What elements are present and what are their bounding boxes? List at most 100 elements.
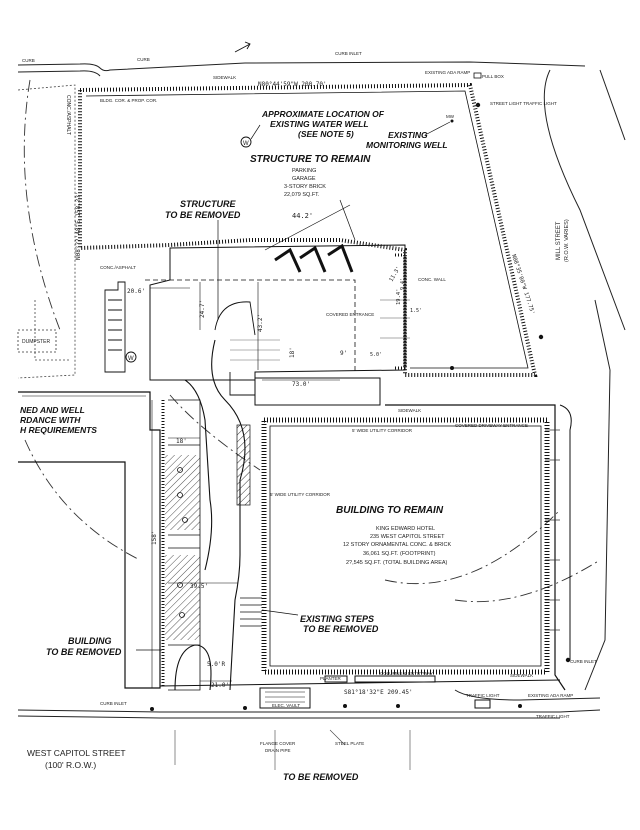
svg-text:FLANGE COVER: FLANGE COVER	[260, 741, 296, 746]
callout-building-removed: BUILDING TO BE REMOVED	[46, 636, 162, 657]
svg-text:SIDEWALK: SIDEWALK	[510, 673, 533, 678]
south-frontage	[159, 675, 561, 709]
south-bearing: S81°18'32"E 209.45'	[344, 689, 413, 696]
svg-text:PLANTER: PLANTER	[320, 676, 342, 681]
street-row: (100' R.O.W.)	[45, 760, 96, 770]
svg-text:SIDEWALK: SIDEWALK	[213, 75, 236, 80]
dimension-line-ext	[339, 199, 356, 241]
svg-text:9.4': 9.4'	[400, 278, 406, 290]
svg-text:CURB INLET: CURB INLET	[335, 51, 362, 56]
svg-text:36,061 SQ.FT. (FOOTPRINT): 36,061 SQ.FT. (FOOTPRINT)	[363, 551, 436, 557]
ne-retaining-wall	[395, 253, 407, 370]
hotel-label: BUILDING TO REMAIN KING EDWARD HOTEL 235…	[336, 505, 452, 566]
svg-text:MONITORING WELL: MONITORING WELL	[366, 140, 448, 150]
pull-box-icon	[473, 72, 482, 79]
svg-text:CONC. WALL: CONC. WALL	[418, 277, 446, 282]
mill-street-label: MILL STREET (R.O.W. VARIES)	[556, 219, 570, 262]
hotel-title: BUILDING TO REMAIN	[336, 505, 444, 516]
callout-water-well: APPROXIMATE LOCATION OF EXISTING WATER W…	[250, 109, 385, 140]
svg-text:CURB: CURB	[22, 58, 35, 63]
dimension-line-44	[264, 204, 351, 251]
svg-text:22,079 SQ.FT.: 22,079 SQ.FT.	[284, 192, 320, 198]
svg-text:ELEC. VAULT: ELEC. VAULT	[272, 703, 300, 708]
svg-text:CONC./ASPHALT: CONC./ASPHALT	[100, 265, 136, 270]
svg-text:CURB INLET: CURB INLET	[570, 659, 597, 664]
svg-text:COVERED ENTRANCE: COVERED ENTRANCE	[326, 312, 374, 317]
svg-text:1.5': 1.5'	[410, 308, 422, 314]
svg-text:12 STORY ORNAMENTAL CONC. & BR: 12 STORY ORNAMENTAL CONC. & BRICK	[343, 542, 452, 548]
traffic-light-icon	[150, 102, 571, 711]
svg-text:CURB INLET: CURB INLET	[100, 701, 127, 706]
svg-text:PARKING: PARKING	[292, 168, 316, 174]
svg-text:TO BE REMOVED: TO BE REMOVED	[46, 647, 122, 657]
dimension-arrows	[150, 282, 340, 688]
conc-asphalt-left-label: CONC./ASPHALT	[65, 95, 71, 135]
garage-label: STRUCTURE TO REMAIN PARKING GARAGE 3-STO…	[250, 154, 371, 198]
garage-title: STRUCTURE TO REMAIN	[250, 154, 371, 165]
callout-monitoring-well: EXISTING MONITORING WELL	[366, 121, 451, 150]
structure-to-remove	[145, 243, 410, 396]
existing-steps	[240, 597, 262, 627]
svg-text:18': 18'	[289, 347, 296, 358]
svg-text:W: W	[128, 356, 134, 362]
svg-text:MILL STREET: MILL STREET	[556, 221, 562, 260]
dumpster: DUMPSTER	[17, 329, 57, 353]
water-well-label-1: APPROXIMATE LOCATION OF	[261, 109, 385, 119]
hotel-footprint	[254, 377, 572, 691]
svg-text:COLUMNS & ENTRYWAY: COLUMNS & ENTRYWAY	[380, 671, 433, 676]
west-stair	[104, 281, 126, 373]
svg-text:NED AND WELL: NED AND WELL	[20, 405, 85, 415]
west-building-to-remove	[18, 391, 165, 689]
svg-text:158': 158'	[151, 531, 158, 545]
west-parking-lot	[17, 84, 76, 379]
right-of-way-lines	[23, 79, 601, 603]
svg-text:KING EDWARD HOTEL: KING EDWARD HOTEL	[376, 526, 435, 532]
svg-text:EXISTING ADA RAMP: EXISTING ADA RAMP	[528, 693, 573, 698]
callout-well-abandonment: NED AND WELL RDANCE WITH H REQUIREMENTS	[20, 405, 97, 435]
small-labels: CURB CURB CURB INLET SIDEWALK EXISTING A…	[22, 51, 597, 753]
svg-text:20.6': 20.6'	[127, 288, 145, 295]
water-well-label-2: EXISTING WATER WELL	[270, 119, 369, 129]
svg-text:43.2': 43.2'	[257, 314, 264, 332]
svg-text:STREET LIGHT TRAFFIC LIGHT: STREET LIGHT TRAFFIC LIGHT	[490, 101, 557, 106]
svg-text:24.7': 24.7'	[199, 300, 206, 318]
street-label: WEST CAPITOL STREET (100' R.O.W.)	[27, 748, 126, 770]
svg-text:MW: MW	[446, 114, 455, 119]
svg-text:H REQUIREMENTS: H REQUIREMENTS	[20, 425, 97, 435]
svg-text:COVERED DRIVEWAY ENTRANCE: COVERED DRIVEWAY ENTRANCE	[455, 423, 528, 428]
north-bearing: N80°44'59"W 200.70'	[258, 81, 327, 88]
svg-text:W: W	[243, 141, 249, 147]
svg-text:EXISTING STEPS: EXISTING STEPS	[300, 614, 374, 624]
bottom-leader-lines	[174, 729, 411, 770]
monitoring-well-icon: MW	[446, 114, 455, 123]
svg-text:GARAGE: GARAGE	[292, 176, 316, 182]
svg-text:5' WIDE UTILITY CORRIDOR: 5' WIDE UTILITY CORRIDOR	[270, 492, 331, 497]
svg-text:DUMPSTER: DUMPSTER	[22, 339, 50, 345]
driveway-curb	[174, 339, 246, 691]
svg-text:19.4': 19.4'	[396, 288, 402, 305]
accessible-parking-symbols	[177, 467, 188, 618]
svg-text:EXISTING ADA RAMP: EXISTING ADA RAMP	[425, 70, 470, 75]
water-well-label-3: (SEE NOTE 5)	[298, 129, 354, 139]
svg-text:RDANCE WITH: RDANCE WITH	[20, 415, 81, 425]
north-arrow	[234, 41, 251, 53]
svg-text:235 WEST CAPITOL STREET: 235 WEST CAPITOL STREET	[370, 534, 445, 540]
svg-text:TO BE REMOVED: TO BE REMOVED	[165, 210, 241, 220]
svg-text:PULL BOX: PULL BOX	[482, 74, 504, 79]
svg-text:5.0'R: 5.0'R	[207, 661, 225, 668]
svg-text:39.5': 39.5'	[190, 583, 208, 590]
svg-text:STEEL PLATE: STEEL PLATE	[335, 741, 364, 746]
svg-text:SIDEWALK: SIDEWALK	[398, 408, 421, 413]
west-bearing: N08°??'48"E 158.??'	[75, 191, 82, 260]
accessible-parking	[165, 399, 201, 691]
svg-text:(R.O.W. VARIES): (R.O.W. VARIES)	[564, 219, 570, 262]
svg-text:STRUCTURE: STRUCTURE	[180, 199, 236, 209]
svg-text:TO BE REMOVED: TO BE REMOVED	[303, 624, 379, 634]
svg-text:44.2': 44.2'	[292, 212, 313, 220]
callout-existing-steps: EXISTING STEPS TO BE REMOVED	[261, 609, 379, 634]
svg-text:73.0': 73.0'	[292, 381, 310, 388]
svg-text:18': 18'	[176, 438, 187, 445]
svg-text:BLDG. COR. & PROP. COR.: BLDG. COR. & PROP. COR.	[100, 98, 157, 103]
svg-text:21.0': 21.0'	[211, 682, 229, 689]
svg-text:TRAFFIC LIGHT: TRAFFIC LIGHT	[536, 714, 570, 719]
